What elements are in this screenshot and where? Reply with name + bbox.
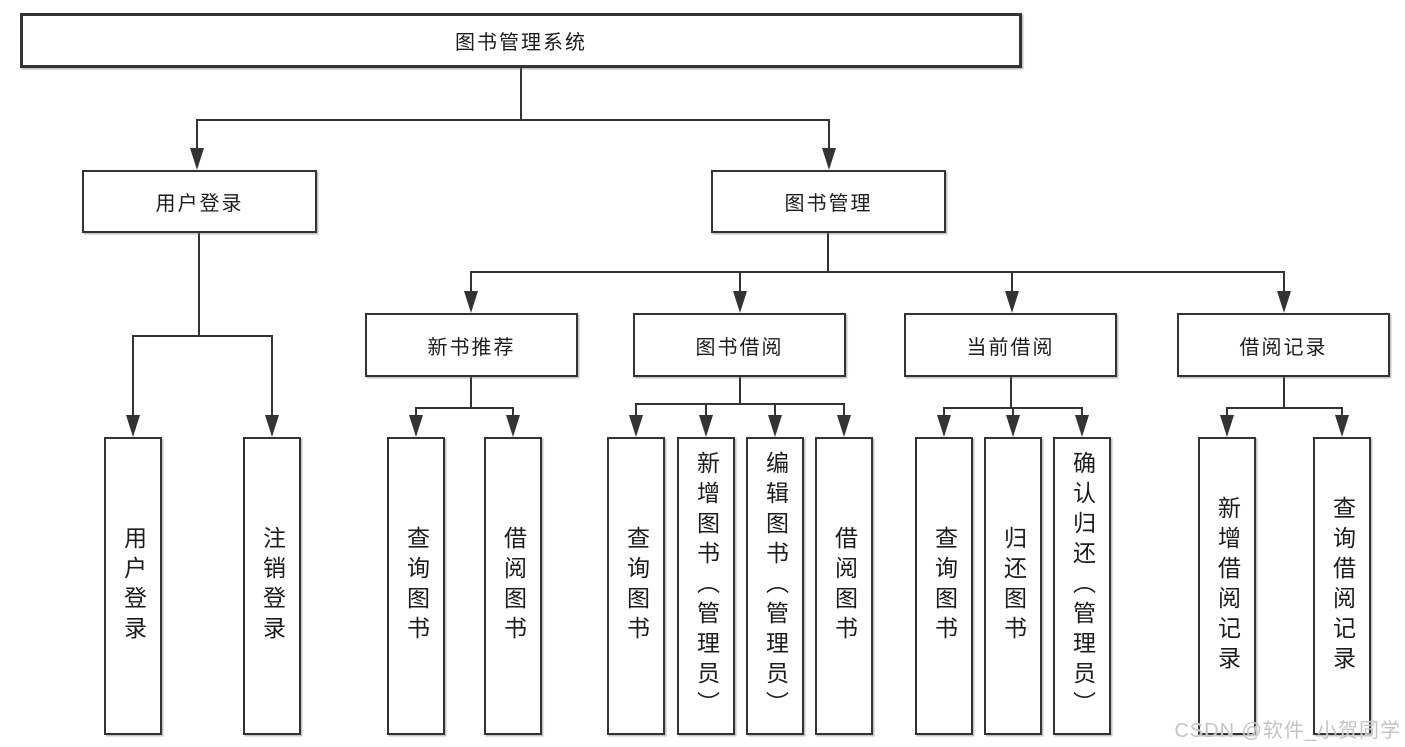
edge-book-borrow-to-leaves [635, 376, 845, 417]
edge-user-login-to-leaves [132, 232, 273, 417]
node-current-borrow: 当前借阅 [904, 313, 1117, 377]
node-borrow-records: 借阅记录 [1177, 313, 1390, 377]
leaf-label: 用户登录 [120, 526, 147, 646]
node-label: 图书管理 [784, 193, 873, 215]
leaf-label: 新增图书（管理员） [693, 451, 720, 721]
node-label: 图书借阅 [695, 336, 784, 359]
node-book-management: 图书管理 [711, 170, 946, 233]
node-library-management-system: 图书管理系统 [20, 13, 1022, 68]
leaf-label: 确认归还（管理员） [1069, 451, 1096, 721]
leaf-borrow-books: 借阅图书 [815, 437, 873, 735]
edge-book-mgmt-to-level3 [470, 232, 1285, 293]
leaf-label: 查询图书 [403, 526, 430, 646]
leaf-label: 查询图书 [623, 526, 650, 646]
leaf-label: 注销登录 [259, 526, 286, 646]
csdn-watermark: CSDN @软件_小贺同学 [1174, 720, 1401, 742]
leaf-label: 查询借阅记录 [1329, 496, 1356, 676]
leaf-query-books-current: 查询图书 [915, 437, 973, 735]
node-label: 当前借阅 [966, 336, 1055, 359]
leaf-query-books-borrow: 查询图书 [607, 437, 665, 735]
node-book-borrow: 图书借阅 [633, 313, 846, 377]
leaf-confirm-return-admin: 确认归还（管理员） [1053, 437, 1111, 735]
leaf-edit-book-admin: 编辑图书（管理员） [746, 437, 804, 735]
leaf-label: 查询图书 [931, 526, 958, 646]
leaf-query-books-recommend: 查询图书 [387, 437, 445, 735]
edge-borrow-record-to-leaves [1226, 376, 1343, 417]
edge-root-to-level2 [196, 67, 830, 151]
node-new-book-recommend: 新书推荐 [365, 313, 578, 377]
leaf-label: 归还图书 [1000, 526, 1027, 646]
leaf-query-borrow-record: 查询借阅记录 [1313, 437, 1371, 735]
leaf-logout: 注销登录 [243, 437, 301, 735]
leaf-label: 借阅图书 [500, 526, 527, 646]
edge-new-book-to-leaves [415, 376, 514, 417]
node-label: 图书管理系统 [455, 32, 587, 54]
leaf-user-login: 用户登录 [104, 437, 162, 735]
edge-current-borrow-to-leaves [943, 376, 1083, 417]
leaf-label: 借阅图书 [831, 526, 858, 646]
leaf-return-book: 归还图书 [984, 437, 1042, 735]
node-label: 用户登录 [155, 193, 244, 215]
leaf-label: 编辑图书（管理员） [762, 451, 789, 721]
leaf-borrow-books-recommend: 借阅图书 [484, 437, 542, 735]
node-user-login: 用户登录 [82, 170, 317, 233]
leaf-add-borrow-record: 新增借阅记录 [1198, 437, 1256, 735]
node-label: 借阅记录 [1239, 336, 1328, 359]
node-label: 新书推荐 [427, 336, 516, 359]
leaf-add-book-admin: 新增图书（管理员） [677, 437, 735, 735]
leaf-label: 新增借阅记录 [1214, 496, 1241, 676]
